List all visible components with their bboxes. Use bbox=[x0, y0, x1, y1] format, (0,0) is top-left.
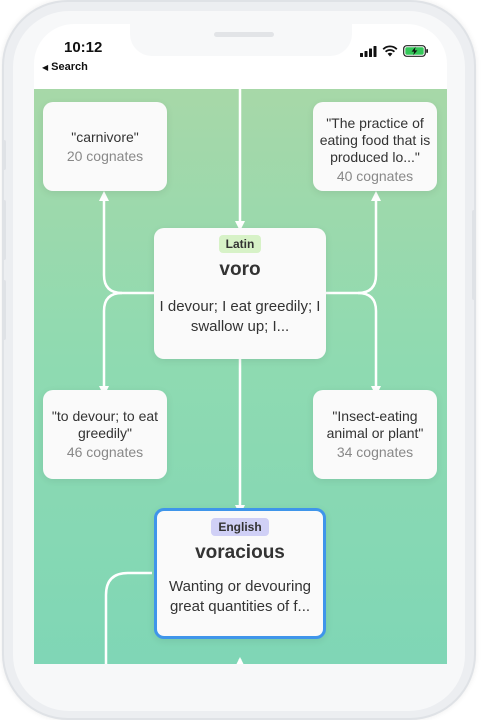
wifi-icon bbox=[382, 45, 398, 57]
selected-definition: Wanting or devouring great quantities of… bbox=[168, 578, 312, 615]
notch bbox=[130, 24, 352, 56]
cognate-count: 46 cognates bbox=[66, 444, 144, 460]
etymology-graph[interactable]: "carnivore" 20 cognates "The practice of… bbox=[34, 89, 447, 664]
app-screen: 10:12 ◀ Search bbox=[34, 24, 447, 664]
root-word: voro bbox=[219, 259, 261, 280]
battery-charging-icon bbox=[403, 45, 428, 57]
back-to-search-link[interactable]: ◀ Search bbox=[42, 61, 88, 73]
cognate-gloss: "Insect-eating animal or plant" bbox=[326, 408, 424, 441]
root-definition: I devour; I eat greedily; I swallow up; … bbox=[159, 298, 321, 335]
root-word-card[interactable]: Latin voro I devour; I eat greedily; I s… bbox=[154, 228, 326, 359]
connector-lines bbox=[99, 89, 381, 664]
power-button bbox=[472, 210, 476, 300]
volume-up-button bbox=[2, 200, 6, 260]
cognate-gloss: "to devour; to eat greedily" bbox=[51, 408, 159, 441]
selected-word: voracious bbox=[195, 542, 285, 563]
cognate-gloss: "carnivore" bbox=[71, 129, 139, 145]
signal-icon bbox=[360, 45, 377, 57]
cognate-count: 40 cognates bbox=[336, 168, 414, 184]
status-time: 10:12 bbox=[64, 39, 103, 56]
status-icons bbox=[360, 45, 429, 57]
volume-down-button bbox=[2, 280, 6, 340]
cognate-card[interactable]: "carnivore" 20 cognates bbox=[43, 102, 167, 191]
selected-word-card[interactable]: English voracious Wanting or devouring g… bbox=[154, 508, 326, 639]
mute-switch bbox=[2, 140, 6, 170]
cognate-card[interactable]: "The practice of eating food that is pro… bbox=[313, 102, 437, 191]
language-badge: Latin bbox=[218, 235, 262, 253]
cognate-card[interactable]: "Insect-eating animal or plant" 34 cogna… bbox=[313, 390, 437, 479]
cognate-gloss: "The practice of eating food that is pro… bbox=[319, 115, 431, 165]
back-link-label: Search bbox=[51, 61, 88, 73]
cognate-count: 20 cognates bbox=[66, 148, 144, 164]
chevron-left-icon: ◀ bbox=[42, 62, 49, 72]
speaker-grille bbox=[214, 32, 274, 37]
cognate-card[interactable]: "to devour; to eat greedily" 46 cognates bbox=[43, 390, 167, 479]
language-badge: English bbox=[211, 518, 269, 536]
cognate-count: 34 cognates bbox=[336, 444, 414, 460]
